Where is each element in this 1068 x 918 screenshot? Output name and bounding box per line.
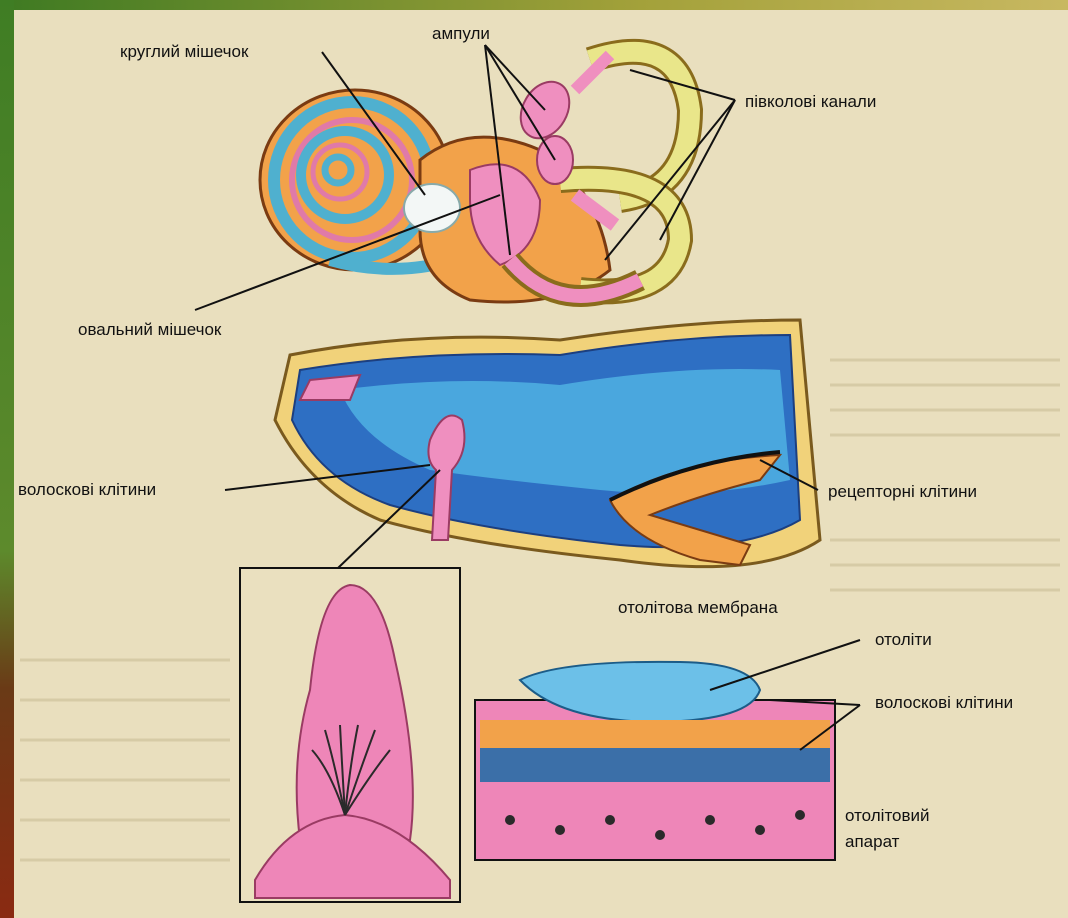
label-hair-cells-left: волоскові клітини <box>18 480 156 500</box>
label-otolith-apparatus-line2: апарат <box>845 832 899 852</box>
sacculus <box>404 184 460 232</box>
labyrinth-diagram <box>260 52 690 302</box>
label-hair-cells-right: волоскові клітини <box>875 693 1013 713</box>
hair-cell-inset <box>240 568 460 902</box>
label-receptor-cells: рецепторні клітини <box>828 482 977 502</box>
membranous-labyrinth-section <box>275 320 820 567</box>
label-sacculus: круглий мішечок <box>120 42 248 62</box>
label-otolith-membrane: отолітова мембрана <box>618 598 778 618</box>
label-utriculus: овальний мішечок <box>78 320 221 340</box>
label-ampullae: ампули <box>432 24 490 44</box>
otolith-apparatus <box>475 662 835 860</box>
label-otolith-apparatus-line1: отолітовий <box>845 806 930 826</box>
label-semicircular-canals: півколові канали <box>745 92 876 112</box>
label-otoliths: отоліти <box>875 630 932 650</box>
